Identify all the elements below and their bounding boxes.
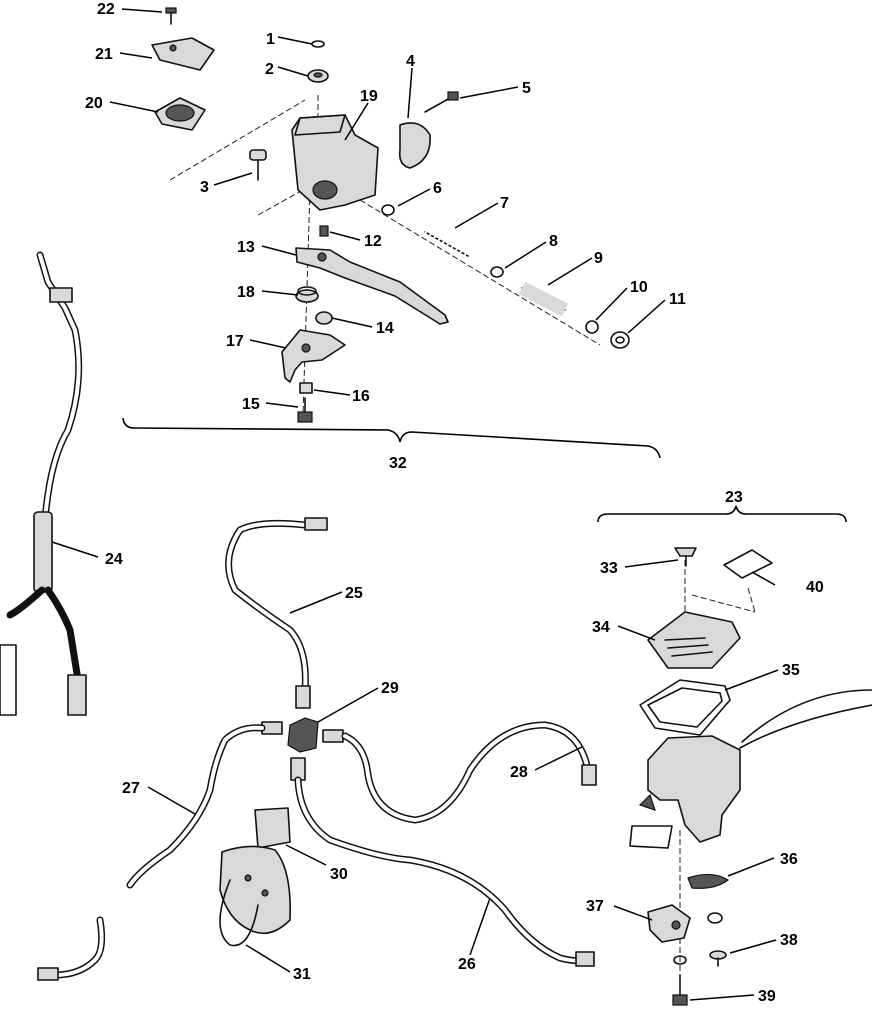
callout-38: 38: [780, 932, 798, 949]
spring-part-7: [422, 227, 471, 261]
callout-22: 22: [97, 1, 115, 18]
washer-part-39: [673, 955, 687, 965]
callout-6: 6: [433, 180, 442, 197]
caliper-body: [629, 689, 872, 849]
caliper-cover-part-34: [647, 611, 741, 669]
callout-19: 19: [360, 88, 378, 105]
diaphragm-part-20: [154, 97, 206, 131]
callout-32: 32: [389, 455, 407, 472]
assembly-bracket-23: [597, 505, 847, 523]
screw-part-5: [424, 91, 459, 113]
junction-block-part-29: [261, 717, 344, 781]
callout-25: 25: [345, 585, 363, 602]
bolt-part-3: [249, 149, 267, 181]
callout-30: 30: [330, 866, 348, 883]
gasket-part-35: [639, 679, 731, 736]
clamp-part-4: [398, 122, 431, 169]
o-ring-part-10: [585, 320, 599, 334]
brake-hoses: [37, 517, 597, 981]
leader-lines: [51, 8, 779, 1001]
callout-20: 20: [85, 95, 103, 112]
washer-part-6: [381, 204, 395, 216]
callout-29: 29: [381, 680, 399, 697]
pin-part-12: [319, 225, 329, 237]
callout-16: 16: [352, 388, 370, 405]
callout-37: 37: [586, 898, 604, 915]
seal-part-2: [307, 69, 329, 83]
callout-36: 36: [780, 851, 798, 868]
master-cylinder-assembly: [151, 7, 630, 423]
callout-28: 28: [510, 764, 528, 781]
callout-11: 11: [669, 291, 686, 308]
piston-part-9: [518, 281, 569, 317]
hose-bracket-part-30: [254, 807, 291, 849]
callout-14: 14: [376, 320, 394, 337]
callout-13: 13: [237, 239, 255, 256]
spring-part-18: [295, 286, 319, 303]
master-cylinder-body-part-19: [291, 114, 379, 211]
circlip-part-11: [610, 331, 630, 349]
bushing-part-14: [315, 311, 333, 325]
callout-27: 27: [122, 780, 140, 797]
callout-26: 26: [458, 956, 476, 973]
callout-35: 35: [782, 662, 800, 679]
callout-8: 8: [549, 233, 558, 250]
callout-labels: 1 2 3 4 5 6 7 8 9 10 11 12 13 14 15 16 1…: [85, 1, 824, 1005]
callout-9: 9: [594, 250, 603, 267]
nut-part-16: [299, 382, 313, 394]
assembly-bracket-32: [122, 417, 661, 459]
callout-31: 31: [293, 966, 311, 983]
reservoir-cover-part-21: [151, 37, 215, 71]
screw-part-38: [709, 950, 727, 967]
cap-part-1: [311, 40, 325, 48]
bracket-part-37: [647, 904, 691, 943]
washer-part-37: [707, 912, 723, 924]
callout-18: 18: [237, 284, 255, 301]
callout-15: 15: [242, 396, 260, 413]
hose-part-25: [225, 519, 309, 694]
label-part-40: [723, 549, 773, 579]
callout-7: 7: [500, 195, 509, 212]
callout-5: 5: [522, 80, 531, 97]
callout-3: 3: [200, 179, 209, 196]
caliper-assembly: [629, 547, 872, 1006]
callout-24: 24: [105, 551, 123, 568]
callout-40: 40: [806, 579, 824, 596]
callout-10: 10: [630, 279, 648, 296]
lever-part-13: [295, 247, 449, 325]
callout-2: 2: [265, 61, 274, 78]
screw-part-22: [165, 7, 177, 25]
callout-12: 12: [364, 233, 382, 250]
bracket-part-17: [281, 329, 346, 383]
brake-light-switch-cable-part-24: [0, 251, 87, 716]
screw-part-33: [674, 547, 697, 567]
clip-part-36: [687, 873, 730, 889]
callout-1: 1: [266, 31, 275, 48]
callout-39: 39: [758, 988, 776, 1005]
bolt-part-15: [297, 397, 313, 423]
mounting-plate-part-31: [219, 845, 292, 947]
washer-part-8: [490, 266, 504, 278]
callout-17: 17: [226, 333, 244, 350]
callout-23: 23: [725, 489, 743, 506]
callout-33: 33: [600, 560, 618, 577]
callout-34: 34: [592, 619, 610, 636]
callout-21: 21: [95, 46, 113, 63]
bolt-part-39: [672, 974, 688, 1006]
callout-4: 4: [406, 53, 415, 70]
